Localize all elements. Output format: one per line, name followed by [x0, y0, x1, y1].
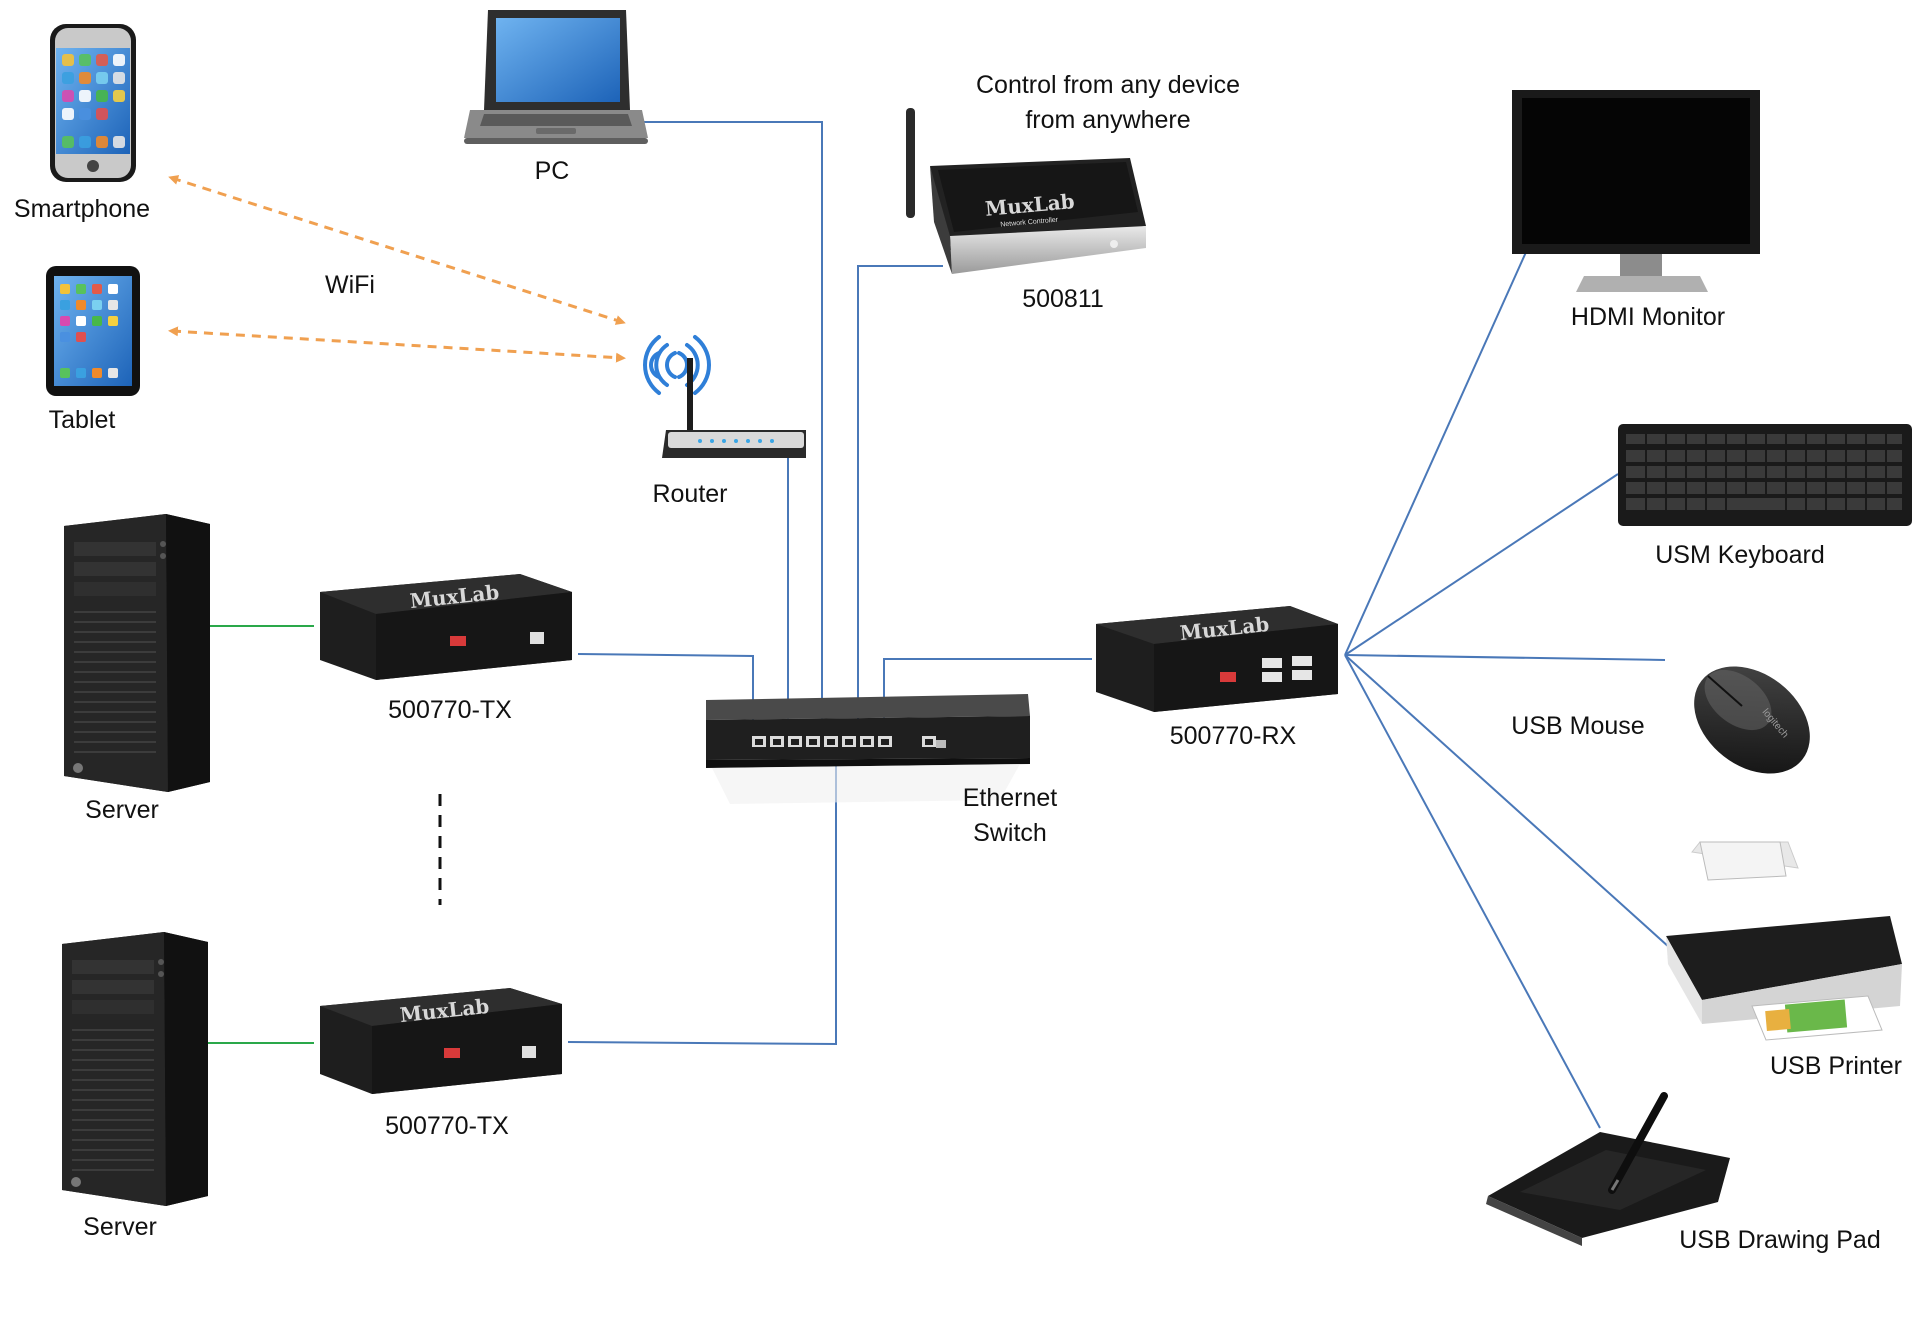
smartphone-icon [50, 24, 136, 182]
router-label: Router [652, 480, 727, 508]
drawing-pad-label: USB Drawing Pad [1679, 1226, 1880, 1254]
wifi-router-icon [643, 335, 806, 458]
kvm-receiver-icon: MuxLab [1096, 606, 1338, 712]
wifi-arrow-tablet [168, 326, 626, 363]
ethernet-switch-label-line1: Ethernet [963, 784, 1058, 812]
link-pc-switch [640, 121, 823, 745]
ethernet-switch-label-line2: Switch [973, 819, 1047, 847]
link-controller-switch [857, 265, 943, 745]
monitor-icon [1512, 90, 1760, 292]
mouse-label: USB Mouse [1511, 712, 1644, 740]
printer-label: USB Printer [1770, 1052, 1902, 1080]
mouse-icon: logitech [1694, 666, 1810, 774]
network-controller-icon: MuxLab Network Controller [906, 108, 1146, 274]
kvm-transmitter-icon: MuxLab [320, 988, 562, 1094]
tower-server-icon [62, 932, 208, 1206]
link-rx-printer [1344, 654, 1671, 949]
rx-label: 500770-RX [1170, 722, 1297, 750]
laptop-icon [464, 10, 648, 144]
wifi-links [168, 175, 626, 363]
tablet-label: Tablet [49, 406, 116, 434]
tablet-icon [46, 266, 140, 396]
link-rx-drawing-pad [1344, 654, 1601, 1129]
ethernet-switch-icon [706, 694, 1030, 804]
tx-top-label: 500770-TX [388, 696, 512, 724]
wifi-label: WiFi [325, 271, 375, 299]
server-top-label: Server [85, 796, 159, 824]
link-rx-monitor [1344, 240, 1532, 656]
link-tx-bottom-switch [567, 760, 837, 1046]
controller-label: 500811 [1022, 285, 1104, 313]
pc-label: PC [535, 157, 570, 185]
printer-icon [1666, 841, 1902, 1041]
kvm-transmitter-icon: MuxLab [320, 574, 572, 680]
server-bottom-label: Server [83, 1213, 157, 1241]
keyboard-icon [1618, 424, 1912, 526]
hdmi-monitor-label: HDMI Monitor [1571, 303, 1725, 331]
drawing-tablet-icon [1486, 1092, 1730, 1246]
link-rx-mouse [1344, 654, 1666, 661]
link-rx-keyboard [1344, 473, 1619, 656]
keyboard-label: USM Keyboard [1655, 541, 1825, 569]
tower-server-icon [64, 514, 210, 792]
control-caption-line2: from anywhere [1025, 106, 1190, 134]
control-caption-line1: Control from any device [976, 71, 1240, 99]
server-links [206, 625, 314, 1044]
tx-bottom-label: 500770-TX [385, 1112, 509, 1140]
smartphone-label: Smartphone [14, 195, 150, 223]
network-links [567, 121, 1671, 1129]
wifi-arrow-smartphone [168, 175, 626, 325]
